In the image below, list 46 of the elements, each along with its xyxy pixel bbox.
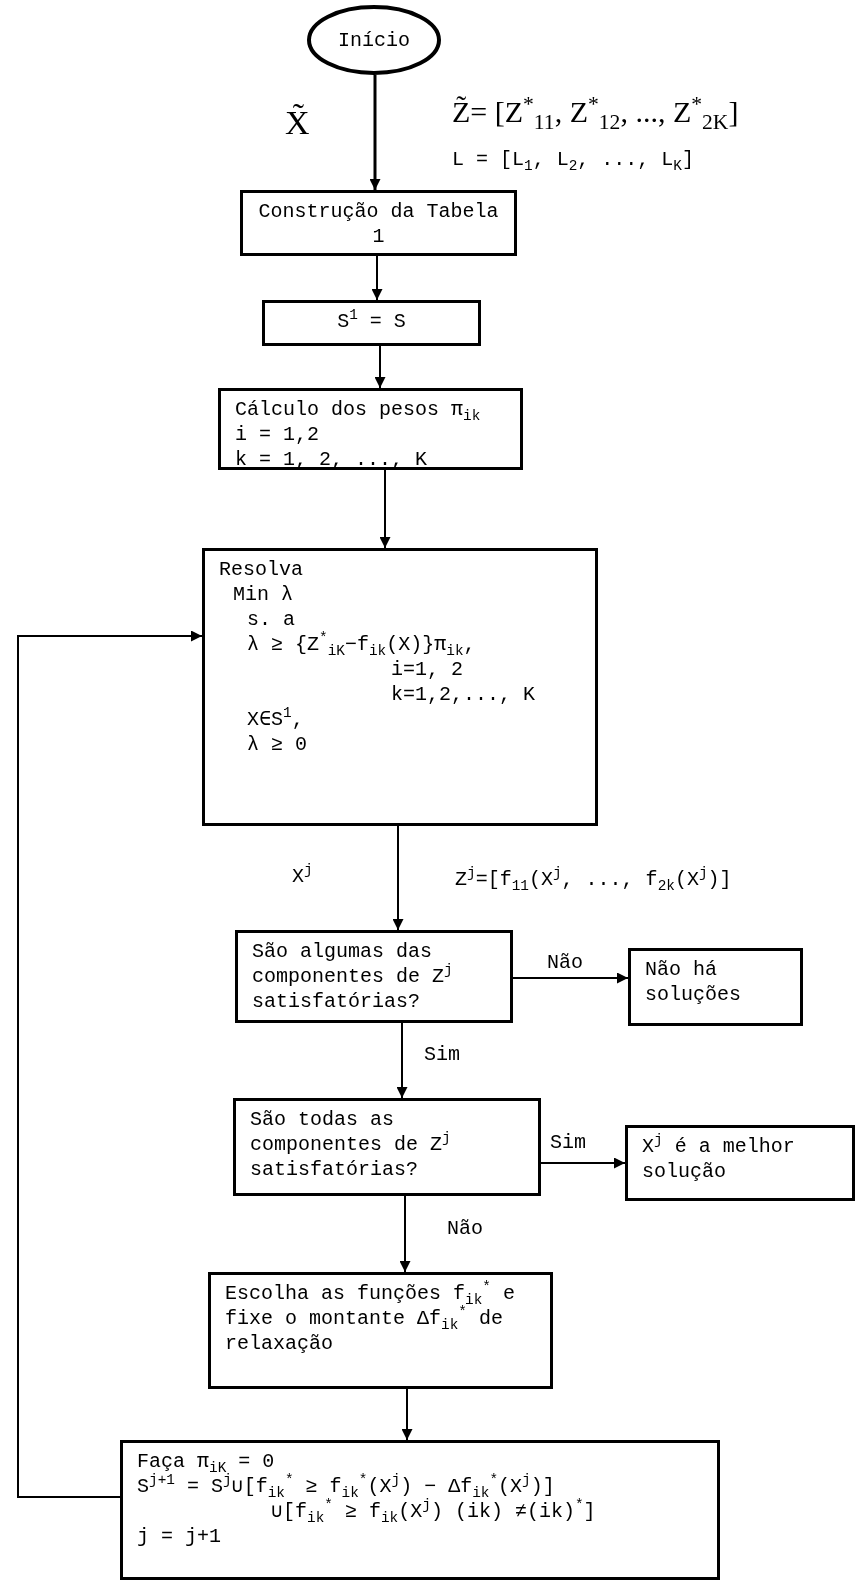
- box-text: Min λ: [233, 582, 294, 607]
- arrow: [540, 1157, 626, 1169]
- box-text: S$^{1}$ = S: [336, 309, 407, 334]
- formula-label: Z̃= [Z$^{*}$$_{11}$, Z$^{*}$$_{12}$, ..., Z$^{*}$$_{2K}$]: [452, 92, 739, 132]
- box-text: s. a: [247, 607, 296, 632]
- box-text: X$^{j}$ é a melhor solução: [642, 1134, 796, 1184]
- box-text: Resolva: [219, 557, 304, 582]
- arrow: [401, 1388, 413, 1441]
- arrow: [392, 825, 404, 931]
- process-box: [625, 1125, 855, 1201]
- process-box: [240, 190, 517, 256]
- box-text: j = j+1: [137, 1524, 222, 1549]
- arrow: [396, 1022, 408, 1099]
- box-text: λ ≥ 0: [247, 732, 308, 757]
- formula-label: Z$^{j}$=[f$_{11}$(X$^{j}$, ..., f$_{2k}$(X$^{j}$)]: [455, 868, 732, 892]
- box-text: i=1, 2: [391, 657, 464, 682]
- arrow: [371, 255, 383, 301]
- box-text: São todas as componentes de Z$^{j}$ satisfatórias?: [250, 1107, 452, 1182]
- process-box: [235, 930, 513, 1023]
- arrow: [17, 630, 203, 1498]
- process-box: [218, 388, 523, 470]
- box-text: Cálculo dos pesos π$_{ik}$: [235, 397, 482, 422]
- box-text: X∈S$^{1}$,: [247, 707, 305, 732]
- box-text: ∪[f$_{ik}$$^{*}$ ≥ f$_{ik}$(X$^{j}$) (ik) ≠(ik)$^{*}$]: [271, 1499, 597, 1524]
- box-text: Faça π$_{iK}$ = 0: [137, 1449, 276, 1474]
- arrow: [512, 972, 629, 984]
- process-box: [120, 1440, 720, 1580]
- box-text: S$^{j+1}$ = S$^{j}$∪[f$_{ik}$$^{*}$ ≥ f$_{ik}$$^{*}$(X$^{j}$) − Δf$_{ik}$$^{*}$(X$^{j}$)]: [137, 1474, 556, 1499]
- box-text: λ ≥ {Z$^{*}$$_{iK}$−f$_{ik}$(X)}π$_{ik}$,: [247, 632, 477, 657]
- box-text: Escolha as funções f$_{ik}$$^{*}$ e fixe o montante Δf$_{ik}$$^{*}$ de relaxação: [225, 1281, 516, 1356]
- box-text: Não há soluções: [645, 957, 742, 1007]
- process-box: [262, 300, 481, 346]
- box-text: i = 1,2: [235, 422, 320, 447]
- arrow: [379, 469, 391, 549]
- box-text: Início: [338, 27, 410, 53]
- process-box: [628, 948, 803, 1026]
- box-text: k=1,2,..., K: [391, 682, 537, 707]
- process-box: [208, 1272, 553, 1389]
- box-text: Construção da Tabela 1: [257, 199, 500, 249]
- process-box: [233, 1098, 541, 1196]
- arrow: [374, 345, 386, 389]
- process-box: [202, 548, 598, 826]
- arrow: [399, 1195, 411, 1273]
- formula-label: L = [L$_{1}$, L$_{2}$, ..., L$_{K}$]: [452, 148, 694, 172]
- box-text: São algumas das componentes de Z$^{j}$ satisfatórias?: [252, 939, 454, 1014]
- arrow: [369, 75, 381, 190]
